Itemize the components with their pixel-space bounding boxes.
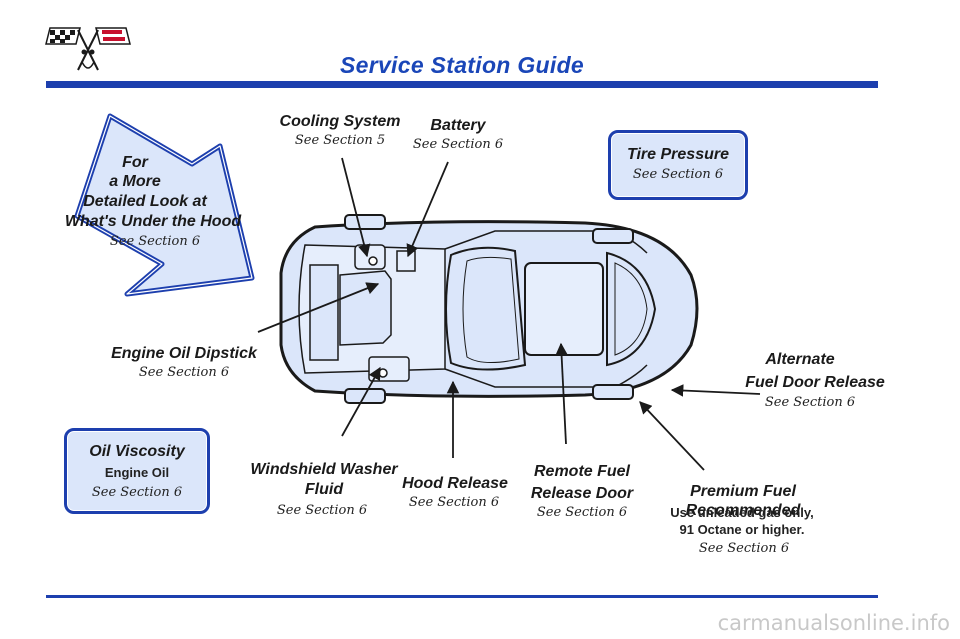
tire-pressure-ref: See Section 6 bbox=[632, 167, 724, 182]
callout-line-1: For bbox=[122, 154, 148, 171]
washer-pointer bbox=[341, 366, 381, 437]
car-top-view bbox=[279, 214, 699, 404]
battery-pointer bbox=[406, 161, 449, 258]
washer-fluid-line-2: Fluid bbox=[304, 481, 344, 498]
cooling-system-label: Cooling System bbox=[279, 113, 401, 130]
dipstick-pointer bbox=[257, 282, 380, 333]
alt-fuel-line-1: Alternate bbox=[765, 351, 835, 368]
tire-pressure-label: Tire Pressure bbox=[627, 146, 729, 163]
premium-pointer bbox=[639, 401, 705, 471]
alt-fuel-line-2: Fuel Door Release bbox=[745, 374, 885, 391]
callout-arrow-shape bbox=[74, 113, 255, 297]
tire-pressure-box bbox=[608, 130, 748, 200]
engine-oil-dipstick-ref: See Section 6 bbox=[138, 365, 230, 380]
oil-viscosity-ref: See Section 6 bbox=[91, 485, 183, 500]
premium-fuel-label: Premium Fuel Recommended bbox=[685, 483, 801, 519]
callout-line-4: What's Under the Hood bbox=[64, 213, 242, 230]
engine-oil-dipstick-label: Engine Oil Dipstick bbox=[111, 345, 257, 362]
oil-viscosity-label: Oil Viscosity bbox=[89, 443, 185, 460]
washer-fluid-ref: See Section 6 bbox=[276, 503, 368, 518]
site-watermark: carmanualsonline.info bbox=[717, 611, 950, 635]
remote-fuel-line-1: Remote Fuel bbox=[533, 463, 630, 480]
cooling-system-ref: See Section 5 bbox=[294, 133, 386, 148]
battery-label: Battery bbox=[430, 117, 486, 134]
battery-ref: See Section 6 bbox=[412, 137, 504, 152]
alt-fuel-ref: See Section 6 bbox=[764, 395, 856, 410]
premium-fuel-sub-1: Use unleaded gas only, bbox=[670, 505, 814, 520]
page-title: Service Station Guide bbox=[339, 52, 585, 78]
premium-fuel-sub-2: 91 Octane or higher. bbox=[679, 522, 805, 537]
callout-line-3: Detailed Look at bbox=[83, 193, 207, 210]
premium-fuel-ref: See Section 6 bbox=[698, 541, 790, 556]
crossed-flags-logo bbox=[45, 27, 131, 71]
cooling-pointer bbox=[341, 157, 371, 258]
remote-fuel-pointer bbox=[555, 342, 568, 445]
remote-fuel-ref: See Section 6 bbox=[536, 505, 628, 520]
callout-line-2: a More bbox=[109, 173, 161, 190]
oil-viscosity-sub: Engine Oil bbox=[104, 465, 170, 480]
oil-viscosity-box bbox=[64, 428, 210, 514]
alt-fuel-pointer bbox=[670, 384, 761, 397]
footer-rule bbox=[46, 595, 878, 598]
header-rule bbox=[46, 81, 878, 88]
callout-ref: See Section 6 bbox=[109, 234, 201, 249]
washer-fluid-line-1: Windshield Washer bbox=[250, 461, 398, 478]
remote-fuel-line-2: Release Door bbox=[530, 485, 634, 502]
hood-release-label: Hood Release bbox=[402, 475, 508, 492]
hood-release-ref: See Section 6 bbox=[408, 495, 500, 510]
